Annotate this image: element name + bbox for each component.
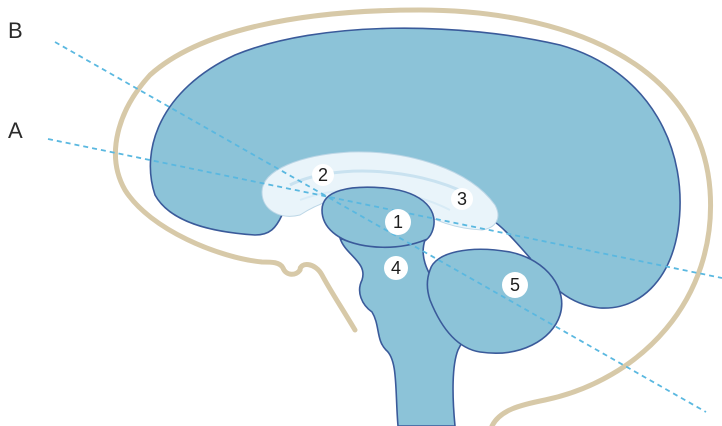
third-ventricle: [322, 187, 434, 249]
marker-3: 3: [451, 188, 473, 210]
marker-4: 4: [384, 256, 408, 280]
marker-5-label: 5: [510, 275, 520, 295]
marker-2: 2: [312, 164, 334, 186]
line-label-b: B: [8, 18, 23, 43]
marker-3-label: 3: [457, 189, 467, 209]
marker-2-label: 2: [318, 165, 328, 185]
marker-5: 5: [502, 272, 528, 298]
marker-1-label: 1: [393, 212, 403, 232]
line-label-a: A: [8, 118, 23, 143]
marker-1: 1: [385, 209, 411, 235]
marker-4-label: 4: [391, 258, 401, 278]
